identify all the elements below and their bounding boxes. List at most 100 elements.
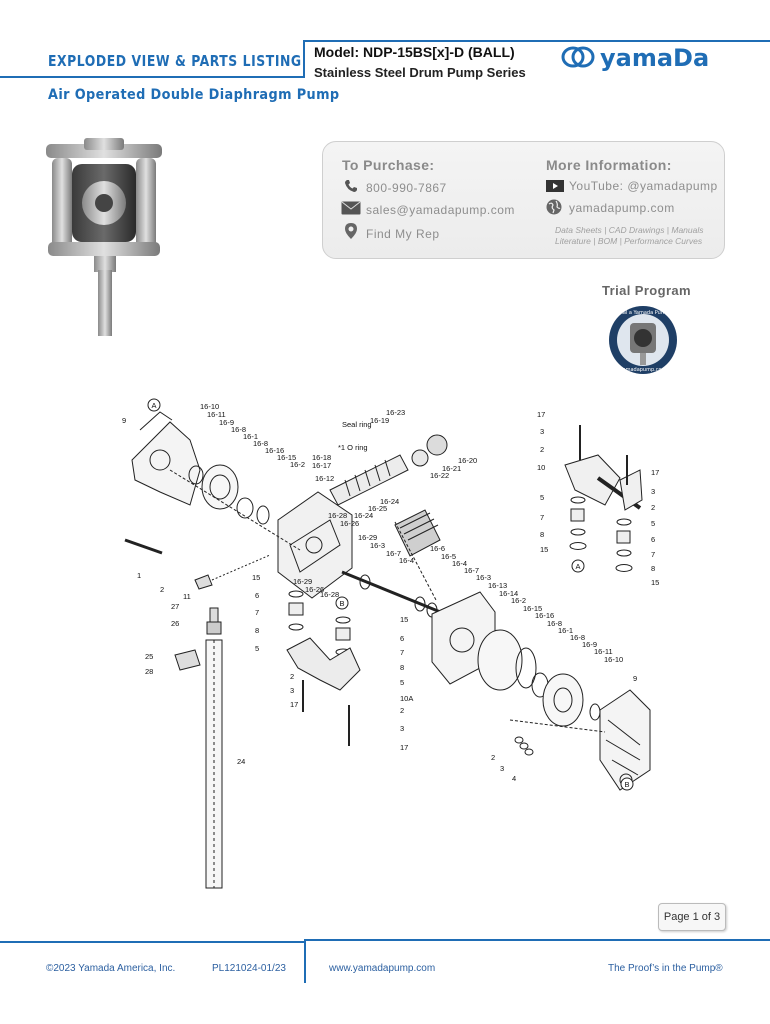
document-links-line1[interactable]: Data Sheets | CAD Drawings | Manuals xyxy=(555,225,704,235)
part-label: 16-28 xyxy=(328,511,347,520)
header-rule-top xyxy=(303,40,770,42)
header-rule-vertical xyxy=(303,40,305,78)
part-label: 2 xyxy=(400,706,404,715)
part-label: 17 xyxy=(537,410,545,419)
part-label: 26 xyxy=(171,619,179,628)
part-label: 15 xyxy=(540,545,548,554)
part-label: 6 xyxy=(651,535,655,544)
part-label: 16-15 xyxy=(523,604,542,613)
phone-link[interactable]: 800-990-7867 xyxy=(366,181,447,195)
part-label: 16-12 xyxy=(315,474,334,483)
part-label: 2 xyxy=(491,753,495,762)
part-label: 16-8 xyxy=(570,633,585,642)
part-label: 3 xyxy=(540,427,544,436)
youtube-link[interactable]: YouTube: @yamadapump xyxy=(569,179,718,193)
part-label: 16-22 xyxy=(430,471,449,480)
part-label: 11 xyxy=(183,592,191,601)
info-heading: More Information: xyxy=(546,157,672,173)
part-label: 8 xyxy=(255,626,259,635)
part-label: 8 xyxy=(540,530,544,539)
part-label: 16-3 xyxy=(370,541,385,550)
part-label: 2 xyxy=(160,585,164,594)
part-label: 16-11 xyxy=(207,410,226,419)
envelope-icon xyxy=(341,201,361,215)
part-label: 4 xyxy=(512,774,516,783)
model-number: Model: NDP-15BS[x]-D (BALL) xyxy=(314,44,515,60)
part-label: 16-3 xyxy=(476,573,491,582)
part-label: 7 xyxy=(400,648,404,657)
part-label: 16-8 xyxy=(231,425,246,434)
part-label: 16-26 xyxy=(340,519,359,528)
part-label: 16-14 xyxy=(499,589,518,598)
part-label: 8 xyxy=(651,564,655,573)
part-label: 16-26 xyxy=(305,585,324,594)
part-label: 3 xyxy=(290,686,294,695)
part-label: 16-24 xyxy=(380,497,399,506)
part-label: 16-1 xyxy=(558,626,573,635)
part-label: 2 xyxy=(651,503,655,512)
part-label: 16-20 xyxy=(458,456,477,465)
part-label: 17 xyxy=(290,700,298,709)
header-rule-left xyxy=(0,76,304,78)
contact-panel xyxy=(322,141,725,259)
callout-b-right: B xyxy=(624,780,629,789)
part-label: 8 xyxy=(400,663,404,672)
trial-program-label[interactable]: Trial Program xyxy=(602,283,692,298)
part-label: 17 xyxy=(400,743,408,752)
part-label: 16-4 xyxy=(399,556,414,565)
document-title: EXPLODED VIEW & PARTS LISTING xyxy=(48,52,302,70)
copyright: ©2023 Yamada America, Inc. xyxy=(46,963,176,974)
badge-top-text: Trial a Yamada Pump xyxy=(616,310,669,316)
part-label: 3 xyxy=(651,487,655,496)
part-label: 3 xyxy=(500,764,504,773)
part-label: 25 xyxy=(145,652,153,661)
trial-program-badge[interactable]: Trial a Yamada Pump yamadapump.com xyxy=(608,305,678,375)
globe-icon xyxy=(546,199,562,215)
part-label: 16-25 xyxy=(368,504,387,513)
document-subtitle: Air Operated Double Diaphragm Pump xyxy=(48,87,340,103)
footer-rule-left xyxy=(0,941,305,943)
find-rep-link[interactable]: Find My Rep xyxy=(366,227,440,241)
part-label: 16-21 xyxy=(442,464,461,473)
part-label: 16-29 xyxy=(358,533,377,542)
location-pin-icon xyxy=(345,223,357,239)
note-seal-ring: Seal ring xyxy=(342,420,372,429)
series-name: Stainless Steel Drum Pump Series xyxy=(314,65,526,80)
part-label: 16-1 xyxy=(243,432,258,441)
part-label: 7 xyxy=(255,608,259,617)
callout-a-left: A xyxy=(151,401,156,410)
part-label: 5 xyxy=(255,644,259,653)
document-code: PL121024-01/23 xyxy=(212,963,286,974)
part-label: 15 xyxy=(252,573,260,582)
part-label: 5 xyxy=(651,519,655,528)
part-label: 9 xyxy=(122,416,126,425)
part-label: 16-16 xyxy=(535,611,554,620)
footer-website-link[interactable]: www.yamadapump.com xyxy=(329,963,436,974)
part-label: 28 xyxy=(145,667,153,676)
part-label: 5 xyxy=(540,493,544,502)
website-link[interactable]: yamadapump.com xyxy=(569,201,675,215)
part-label: 10A xyxy=(400,694,413,703)
part-label: 27 xyxy=(171,602,179,611)
callout-a-right: A xyxy=(575,562,580,571)
youtube-play-icon xyxy=(546,180,564,192)
part-label: 16-24 xyxy=(354,511,373,520)
part-label: 24 xyxy=(237,757,245,766)
part-label: 6 xyxy=(400,634,404,643)
email-link[interactable]: sales@yamadapump.com xyxy=(366,203,515,217)
part-label: 17 xyxy=(651,468,659,477)
part-label: 16-15 xyxy=(277,453,296,462)
yamada-logo[interactable]: yamaDa xyxy=(560,44,728,72)
part-label: 6 xyxy=(255,591,259,600)
part-label: 16-17 xyxy=(312,461,331,470)
brand-wordmark: yamaDa xyxy=(600,44,709,72)
part-label: 16-8 xyxy=(547,619,562,628)
footer-tagline: The Proof’s in the Pump® xyxy=(608,963,723,974)
exploded-view-diagram: A B A B 16-10 16-11 16-9 16-8 16-1 16-8 … xyxy=(122,398,659,889)
part-label: 5 xyxy=(400,678,404,687)
page-indicator: Page 1 of 3 xyxy=(658,903,726,931)
document-links-line2[interactable]: Literature | BOM | Performance Curves xyxy=(555,236,703,246)
part-label: 16-2 xyxy=(511,596,526,605)
page-label: Page 1 of 3 xyxy=(663,911,721,923)
part-label: 16-9 xyxy=(582,640,597,649)
